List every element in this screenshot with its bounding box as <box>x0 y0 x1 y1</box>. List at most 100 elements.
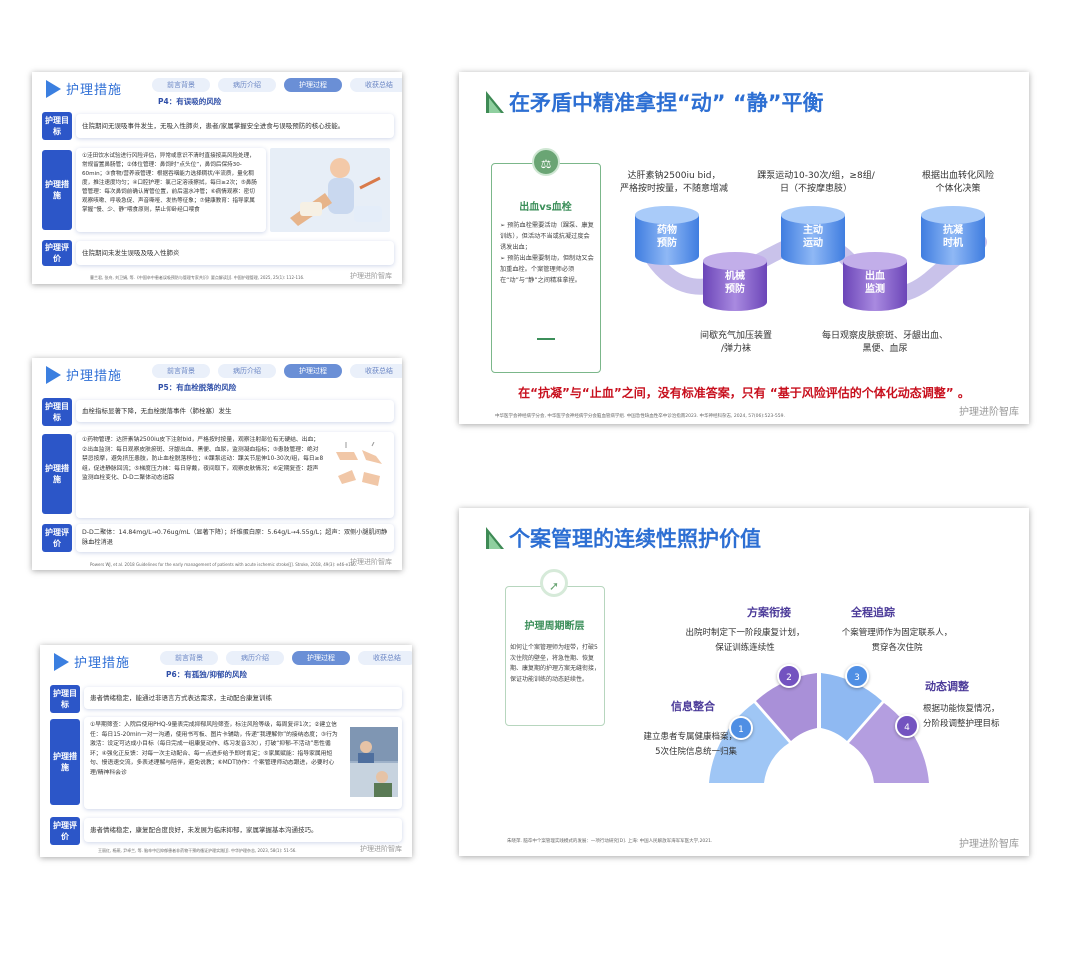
tab-summary[interactable]: 收获总结 <box>350 364 402 378</box>
eval-label: 护理评价 <box>42 524 72 552</box>
card-text: 如何让个案管理师为纽带，打破5次住院的壁垒，将急性期、恢复期、康复期的护理方案无… <box>510 644 601 683</box>
header-title: 护理措施 <box>66 83 123 98</box>
tab-process[interactable]: 护理过程 <box>284 78 342 92</box>
step-4-badge: 4 <box>895 714 919 738</box>
cylinder-anticoag-timing: 抗凝时机 <box>921 206 985 272</box>
bleeding-vs-thrombus-card: ⚖ 出血vs血栓 ➢ 预防血栓需要活动（踝泵、康复训练），但活动不当或抗凝过度会… <box>491 148 601 373</box>
feeding-illustration <box>270 148 390 232</box>
card-title: 出血vs血栓 <box>519 202 572 213</box>
tab-process[interactable]: 护理过程 <box>284 364 342 378</box>
eval-text: 住院期间未发生误吸及吸入性肺炎 <box>76 241 394 265</box>
therapy-photo <box>350 727 398 797</box>
tab-process[interactable]: 护理过程 <box>292 651 350 665</box>
goal-label: 护理目标 <box>50 685 80 713</box>
tab-background[interactable]: 前言背景 <box>160 651 218 665</box>
watermark: 护理进阶智库 <box>959 839 1019 850</box>
measure-label: 护理措施 <box>42 150 72 230</box>
cylinder-drug-prevention: 药物预防 <box>635 206 699 272</box>
step-1-text: 建立患者专属健康档案， 5次住院信息统一归集 <box>643 732 737 757</box>
cylinder-bleeding-monitor: 出血监测 <box>843 252 907 318</box>
slide-case-management: 个案管理的连续性照护价值 ➚ 护理周期断层 如何让个案管理师为纽带，打破5次住院… <box>459 508 1029 856</box>
step-2-text: 出院时制定下一阶段康复计划， 保证训练连续性 <box>685 628 805 653</box>
slide-balance: 在矛盾中精准拿捏“动” “静”平衡 ⚖ 出血vs血栓 ➢ 预防血栓需要活动（踝泵… <box>459 72 1029 424</box>
slide-aspiration-risk: 护理措施 前言背景 病历介绍 护理过程 收获总结 P4：有误吸的风险 护理目标 … <box>32 72 402 284</box>
play-triangle-icon <box>54 653 69 671</box>
eval-text: D-D二聚体：14.84mg/L→0.76ug/mL（显著下降）；纤维蛋白原：5… <box>76 524 394 552</box>
step-1-title: 信息整合 <box>671 700 715 713</box>
eval-label: 护理评价 <box>50 817 80 845</box>
ankle-pump-illustration <box>332 441 388 500</box>
goal-text: 患者情绪稳定，能通过非语言方式表达需求，主动配合康复训练 <box>84 687 402 709</box>
tab-bar: 前言背景 病历介绍 护理过程 收获总结 <box>152 364 402 378</box>
watermark: 护理进阶智库 <box>959 407 1019 418</box>
cylinder-label: 主动运动 <box>803 225 823 249</box>
measure-label: 护理措施 <box>50 719 80 805</box>
annotation-mechanical: 间歇充气加压装置 /弹力袜 <box>699 331 772 354</box>
play-triangle-icon <box>46 366 61 384</box>
annotation-bleeding: 每日观察皮肤瘀斑、牙龈出血、 黑便、血尿 <box>821 331 948 354</box>
title-triangle-accent-icon <box>489 98 501 113</box>
tab-bar: 前言背景 病历介绍 护理过程 收获总结 <box>160 651 412 665</box>
page-title: P6：有孤独/抑郁的风险 <box>166 670 247 679</box>
cylinder-mechanical-prevention: 机械预防 <box>703 252 767 318</box>
annotation-drug: 达肝素钠2500iu bid， 严格按时按量，不随意增减 <box>619 171 728 194</box>
step-4-title: 动态调整 <box>925 680 969 693</box>
card-point-list: ➢ 预防血栓需要活动（踝泵、康复训练），但活动不当或抗凝过度会诱发出血； ➢ 预… <box>500 220 594 286</box>
goal-text: 血栓指标显著下降，无血栓脱落事件（肺栓塞）发生 <box>76 400 394 422</box>
header-title: 护理措施 <box>74 656 131 671</box>
care-gap-card: ➚ 护理周期断层 如何让个案管理师为纽带，打破5次住院的壁垒，将急性期、恢复期、… <box>505 569 605 726</box>
tab-case[interactable]: 病历介绍 <box>218 78 276 92</box>
footer-reference: Powers WJ, et al. 2018 Guidelines for th… <box>90 562 357 567</box>
card-divider <box>537 338 555 340</box>
cylinder-label: 出血监测 <box>865 271 885 295</box>
arc-diagram <box>709 673 929 783</box>
step-3-title: 全程追踪 <box>851 606 895 619</box>
card-point: ➢ 预防出血需要制动，但制动又会加重血栓。个案管理师必须在“动”与“静”之间精准… <box>500 255 594 284</box>
measure-text: ①洼田饮水试验进行风险评估，异常或意识不清时直接按高风险处理，常规留置鼻肠管；②… <box>76 148 266 232</box>
step-1-badge: 1 <box>729 716 753 740</box>
step-4-text: 根据功能恢复情况， 分阶段调整护理目标 <box>923 704 1000 729</box>
watermark: 护理进阶智库 <box>350 558 392 566</box>
slide-depression-risk: 护理措施 前言背景 病历介绍 护理过程 收获总结 P6：有孤独/抑郁的风险 护理… <box>40 645 412 857</box>
annotation-exercise: 踝泵运动10-30次/组，≥8组/ 日（不按摩患肢） <box>757 171 875 194</box>
watermark: 护理进阶智库 <box>350 272 392 280</box>
step-3-text: 个案管理师作为固定联系人， 贯穿各次住院 <box>841 628 953 653</box>
slide-title: 个案管理的连续性照护价值 <box>509 527 761 551</box>
tab-summary[interactable]: 收获总结 <box>350 78 402 92</box>
title-triangle-accent-icon <box>489 534 501 549</box>
page-title: P5：有血栓脱落的风险 <box>158 383 237 392</box>
tab-background[interactable]: 前言背景 <box>152 364 210 378</box>
page-title: P4：有误吸的风险 <box>158 97 222 106</box>
tab-case[interactable]: 病历介绍 <box>218 364 276 378</box>
watermark: 护理进阶智库 <box>360 845 402 853</box>
tab-case[interactable]: 病历介绍 <box>226 651 284 665</box>
cylinder-label: 药物预防 <box>657 225 677 249</box>
goal-label: 护理目标 <box>42 398 72 426</box>
cylinder-label: 机械预防 <box>725 271 745 295</box>
tab-summary[interactable]: 收获总结 <box>358 651 412 665</box>
footer-reference: 王丽红, 杨燕, 尹卓兰, 等. 脑卒中后抑郁患者非药物干预的循证护理实践[J]… <box>98 848 297 853</box>
card-title: 护理周期断层 <box>524 621 585 632</box>
conclusion-text: 在“抗凝”与“止血”之间，没有标准答案，只有 “基于风险评估的个体化动态调整” … <box>518 386 970 400</box>
eval-label: 护理评价 <box>42 240 72 266</box>
slide-thrombus-risk: 护理措施 前言背景 病历介绍 护理过程 收获总结 P5：有血栓脱落的风险 护理目… <box>32 358 402 570</box>
card-point: ➢ 预防血栓需要活动（踝泵、康复训练），但活动不当或抗凝过度会诱发出血； <box>500 222 594 251</box>
growth-icon: ➚ <box>540 569 568 597</box>
step-3-badge: 3 <box>845 664 869 688</box>
tab-bar: 前言背景 病历介绍 护理过程 收获总结 <box>152 78 402 92</box>
goal-text: 住院期间无误吸事件发生，无吸入性肺炎，患者/家属掌握安全进食与误吸预防的核心技能… <box>76 114 394 138</box>
goal-label: 护理目标 <box>42 112 72 140</box>
play-triangle-icon <box>46 80 61 98</box>
cylinder-label: 抗凝时机 <box>943 225 963 249</box>
footer-reference: 朱晓萍. 脑卒中个案管理实践模式的发展：一项行动研究[D]. 上海: 中国人民解… <box>507 839 713 844</box>
footer-reference: 中华医学会神经病学分会, 中华医学会神经病学分会脑血管病学组. 中国急性缺血性卒… <box>495 414 785 419</box>
step-2-badge: 2 <box>777 664 801 688</box>
balance-scale-icon: ⚖ <box>532 148 560 176</box>
annotation-timing: 根据出血转化风险 个体化决策 <box>921 171 994 194</box>
header-title: 护理措施 <box>66 369 123 384</box>
eval-text: 患者情绪稳定，康复配合度良好，未发展为临床抑郁，家属掌握基本沟通技巧。 <box>84 818 402 842</box>
measure-label: 护理措施 <box>42 434 72 514</box>
tab-background[interactable]: 前言背景 <box>152 78 210 92</box>
footer-reference: 曹兰君, 张舟, 刘卫娟, 等.《中国卒中患者误吸预防与管理专家共识》要点解读[… <box>90 275 305 280</box>
measure-text: ①早期筛查：入院后使用PHQ-9量表完成抑郁风险筛查，标注风险等级，每周复评1次… <box>84 717 402 809</box>
